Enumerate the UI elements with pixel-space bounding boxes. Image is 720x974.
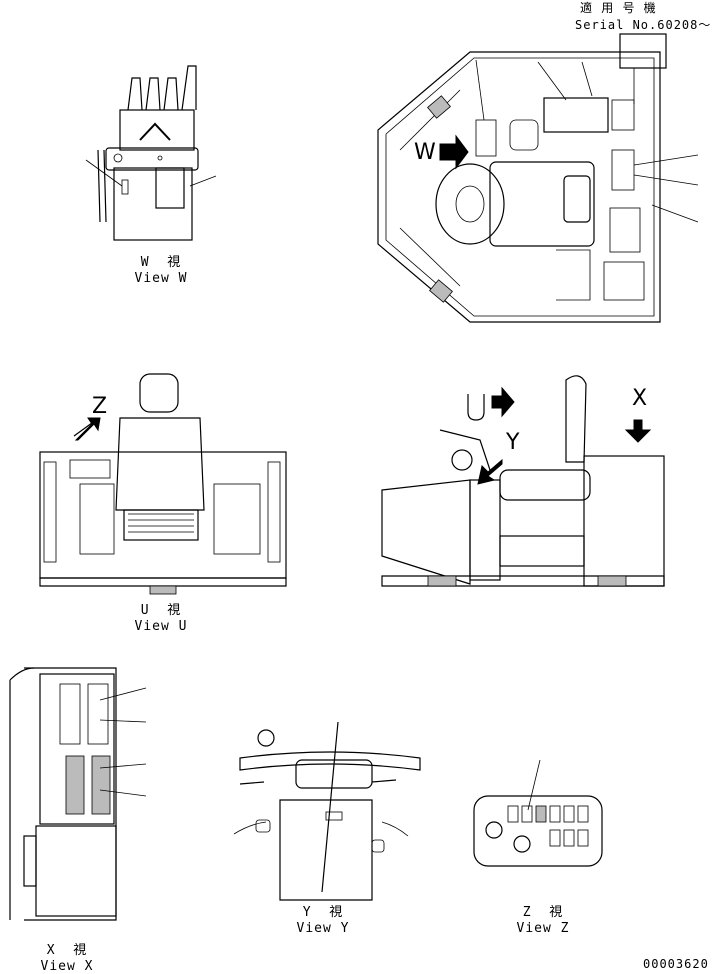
cab-side-drawing bbox=[381, 375, 665, 587]
arrow-label-x: X bbox=[632, 386, 648, 411]
cab-plan-drawing bbox=[377, 51, 699, 323]
view-z-drawing bbox=[473, 759, 603, 867]
arrow-label-w: W bbox=[414, 140, 436, 165]
view-w-drawing bbox=[85, 65, 217, 241]
view-y-drawing bbox=[233, 721, 421, 901]
arrow-label-z: Z bbox=[92, 394, 108, 419]
view-u-drawing bbox=[39, 373, 287, 595]
view-z-caption-jp: Z 視 bbox=[522, 905, 564, 920]
view-u-caption-jp: U 視 bbox=[140, 603, 182, 618]
view-x-drawing bbox=[9, 667, 147, 921]
view-u-caption-en: View U bbox=[134, 619, 188, 634]
view-w-caption-en: View W bbox=[134, 271, 188, 286]
arrow-label-y: Y bbox=[506, 430, 520, 455]
serial-number-label: Serial No.60208～ bbox=[575, 18, 712, 32]
view-z-caption-en: View Z bbox=[516, 921, 570, 936]
view-x-caption-en: View X bbox=[40, 959, 94, 974]
view-x-caption-jp: X 視 bbox=[46, 943, 88, 958]
drawing-number: 00003620 bbox=[643, 957, 709, 971]
view-w-caption-jp: W 視 bbox=[140, 255, 182, 270]
view-y-caption-jp: Y 視 bbox=[302, 905, 344, 920]
serial-label-box bbox=[619, 33, 667, 69]
applicable-label: 適 用 号 機 bbox=[580, 1, 657, 15]
view-y-caption-en: View Y bbox=[296, 921, 350, 936]
